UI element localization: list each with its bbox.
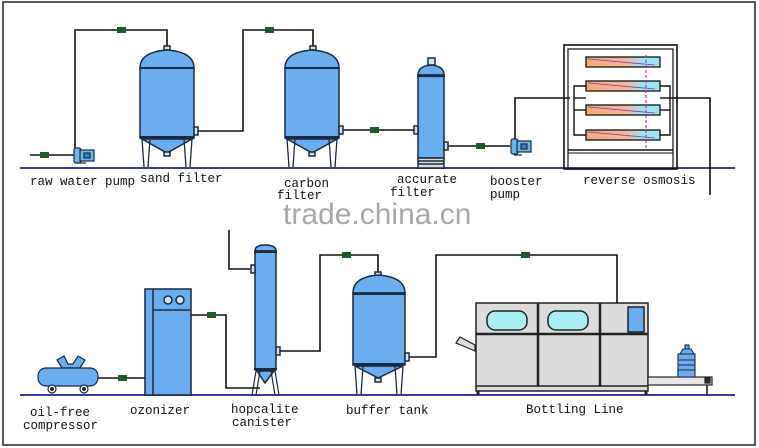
label-raw-water-pump: raw water pump — [30, 175, 136, 189]
water-bottle-icon — [677, 344, 696, 378]
label-booster-pump-line1: booster — [490, 175, 543, 189]
valve[interactable] — [476, 143, 485, 149]
valve[interactable] — [370, 127, 379, 133]
sand-filter-tank[interactable] — [139, 45, 199, 168]
label-carbon-filter-line1: carbon — [284, 177, 330, 191]
valve[interactable] — [265, 27, 274, 33]
bottling-line-machine[interactable] — [455, 302, 649, 395]
label-compressor-line2: compressor — [23, 419, 99, 433]
hopcalite-canister[interactable] — [250, 244, 281, 396]
valve[interactable] — [117, 27, 126, 33]
label-accurate-filter-line2: filter — [390, 186, 436, 200]
ozonizer-unit[interactable] — [144, 288, 192, 396]
raw-water-pump-icon[interactable] — [73, 147, 95, 164]
label-accurate-filter-line1: accurate — [397, 173, 458, 187]
accurate-filter-tank[interactable] — [413, 57, 449, 169]
ro-membrane — [585, 129, 661, 141]
label-compressor-line1: oil-free — [30, 406, 91, 420]
valve[interactable] — [521, 252, 530, 258]
watermark: trade.china.cn — [283, 198, 472, 231]
label-sand-filter: sand filter — [140, 172, 223, 186]
label-reverse-osmosis: reverse osmosis — [583, 174, 696, 188]
label-booster-pump-line2: pump — [490, 188, 521, 202]
ro-membrane — [585, 80, 661, 92]
valve[interactable] — [118, 375, 127, 381]
valve[interactable] — [40, 152, 49, 158]
buffer-tank[interactable] — [352, 271, 410, 396]
label-hopcalite-line1: hopcalite — [231, 403, 299, 417]
label-buffer-tank: buffer tank — [346, 404, 429, 418]
reverse-osmosis-unit[interactable] — [563, 44, 678, 170]
label-ozonizer: ozonizer — [130, 404, 191, 418]
ro-membrane — [585, 104, 661, 116]
valve[interactable] — [207, 312, 216, 318]
pipes-row1 — [30, 29, 711, 195]
label-bottling-line: Bottling Line — [526, 403, 624, 417]
ro-membrane — [585, 56, 661, 68]
label-carbon-filter-line2: filter — [277, 189, 323, 203]
oil-free-compressor[interactable] — [37, 355, 99, 394]
carbon-filter-tank[interactable] — [284, 45, 344, 168]
valve[interactable] — [342, 252, 351, 258]
label-hopcalite-line2: canister — [232, 416, 293, 430]
booster-pump-icon[interactable] — [510, 138, 532, 156]
conveyor[interactable] — [647, 376, 713, 395]
